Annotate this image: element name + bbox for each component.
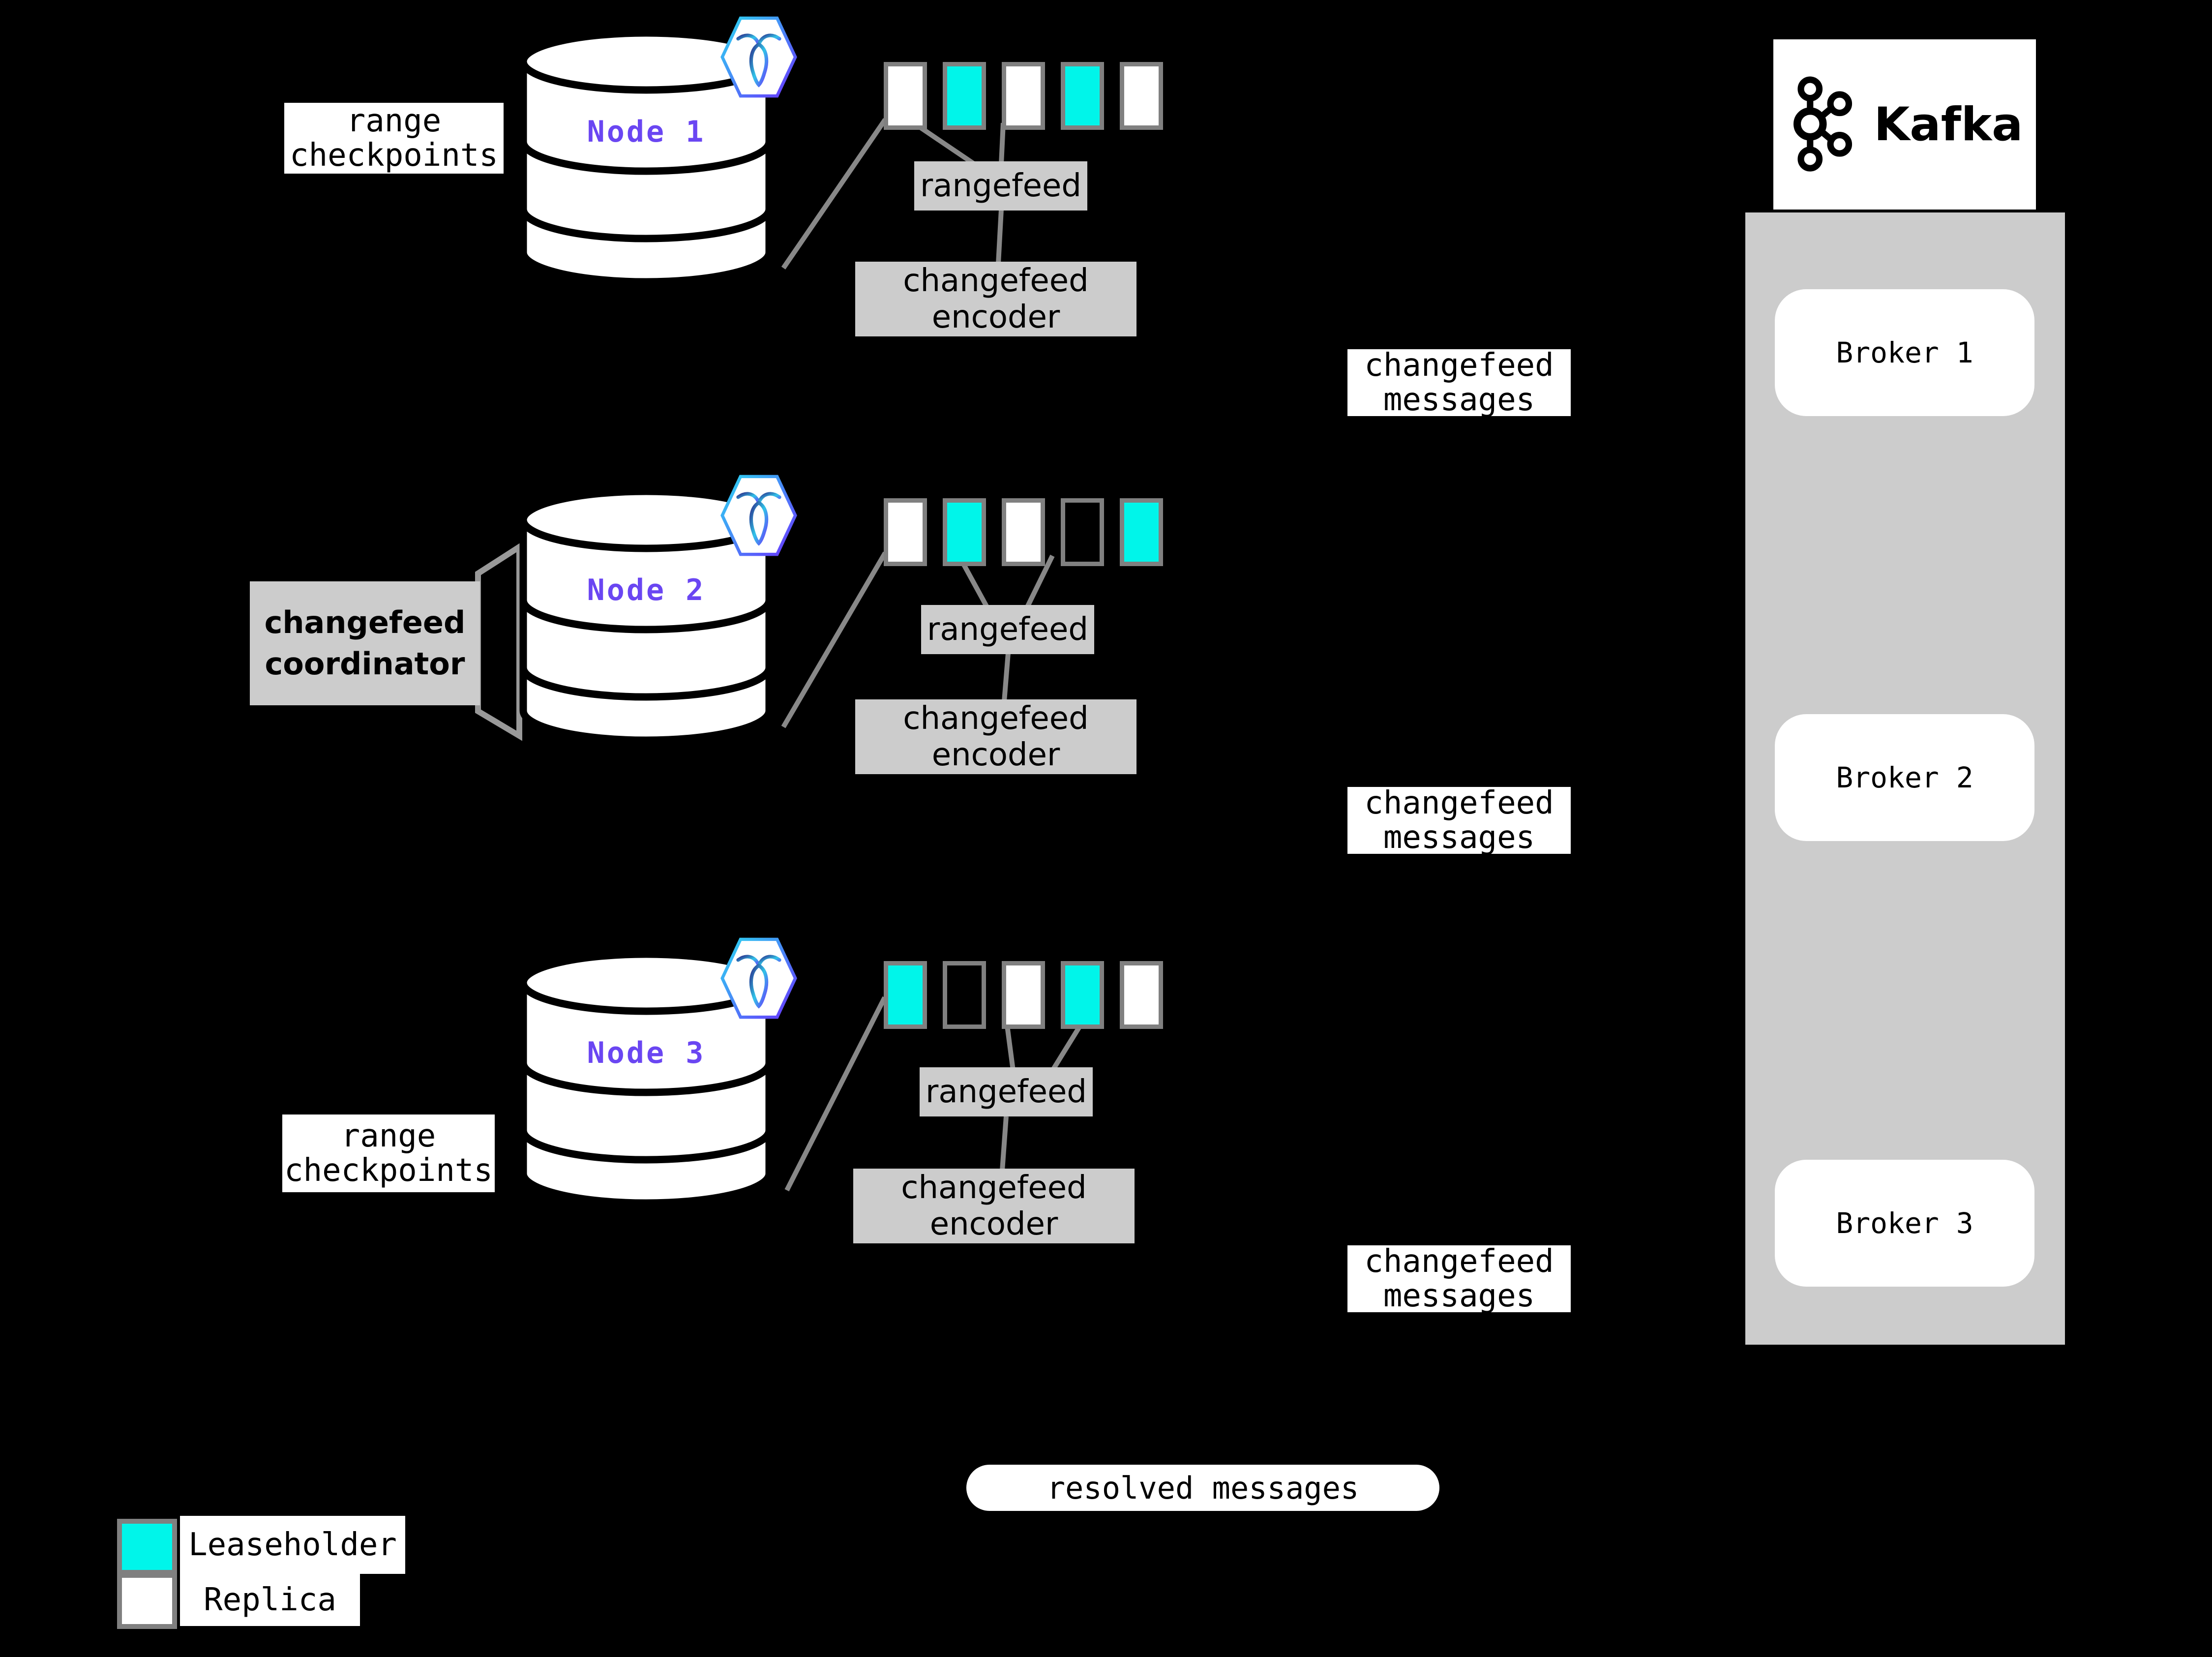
cockroachdb-icon — [720, 475, 797, 556]
range-box-replica — [884, 62, 927, 130]
range-box-replica — [1002, 961, 1045, 1029]
node2-changefeed-encoder-box: changefeed encoder — [855, 699, 1136, 774]
changefeed-messages-label-3: changefeed messages — [1347, 1244, 1571, 1313]
range-box-replica — [1120, 62, 1163, 130]
node3-database-cylinder — [519, 952, 773, 1207]
resolved-messages-pill: resolved messages — [966, 1465, 1439, 1511]
legend-label-leaseholder: Leaseholder — [180, 1516, 405, 1574]
kafka-logo-card: Kafka — [1773, 39, 2036, 210]
node1-database-cylinder — [519, 31, 773, 286]
legend-label-replica: Replica — [180, 1574, 360, 1626]
cockroachdb-icon — [720, 16, 797, 98]
range-box-replica — [1002, 498, 1045, 566]
legend-swatch-leaseholder — [117, 1519, 177, 1575]
range-box-leaseholder — [1061, 961, 1104, 1029]
range-box-replica — [1002, 62, 1045, 130]
node1-rangefeed-box: rangefeed — [914, 161, 1087, 211]
kafka-wordmark: Kafka — [1874, 97, 2023, 151]
changefeed-messages-label-1: changefeed messages — [1347, 348, 1571, 417]
broker-3: Broker 3 — [1775, 1160, 2034, 1287]
cockroachdb-icon — [720, 937, 797, 1019]
node1-range-row — [884, 62, 1163, 130]
range-box-leaseholder — [943, 62, 986, 130]
legend-swatch-replica — [117, 1573, 177, 1629]
range-box-leaseholder — [884, 961, 927, 1029]
node3-range-row — [884, 961, 1163, 1029]
range-box-empty — [1061, 498, 1104, 566]
range-box-leaseholder — [1120, 498, 1163, 566]
coordinator-pointer-flap — [475, 542, 522, 741]
node2-database-cylinder — [519, 489, 773, 744]
range-box-leaseholder — [943, 498, 986, 566]
arrowhead-broker3 — [2059, 1214, 2078, 1232]
range-checkpoints-label-top: range checkpoints — [284, 103, 504, 174]
node3-changefeed-encoder-box: changefeed encoder — [853, 1169, 1135, 1243]
range-checkpoints-label-bottom: range checkpoints — [282, 1115, 495, 1192]
kafka-icon — [1794, 76, 1853, 172]
node3-label: Node 3 — [587, 1036, 706, 1070]
range-box-empty — [943, 961, 986, 1029]
node1-changefeed-encoder-box: changefeed encoder — [855, 262, 1136, 336]
broker-2: Broker 2 — [1775, 714, 2034, 841]
range-box-leaseholder — [1061, 62, 1104, 130]
arrowhead-broker1 — [2056, 331, 2079, 353]
broker-1: Broker 1 — [1775, 289, 2034, 416]
range-box-replica — [884, 498, 927, 566]
node1-label: Node 1 — [587, 115, 706, 149]
node3-rangefeed-box: rangefeed — [920, 1067, 1093, 1116]
node2-rangefeed-box: rangefeed — [921, 605, 1094, 654]
range-box-replica — [1120, 961, 1163, 1029]
changefeed-messages-label-2: changefeed messages — [1347, 786, 1571, 855]
node2-range-row — [884, 498, 1163, 566]
node2-label: Node 2 — [587, 573, 706, 607]
changefeed-coordinator-label: changefeed coordinator — [250, 581, 480, 705]
